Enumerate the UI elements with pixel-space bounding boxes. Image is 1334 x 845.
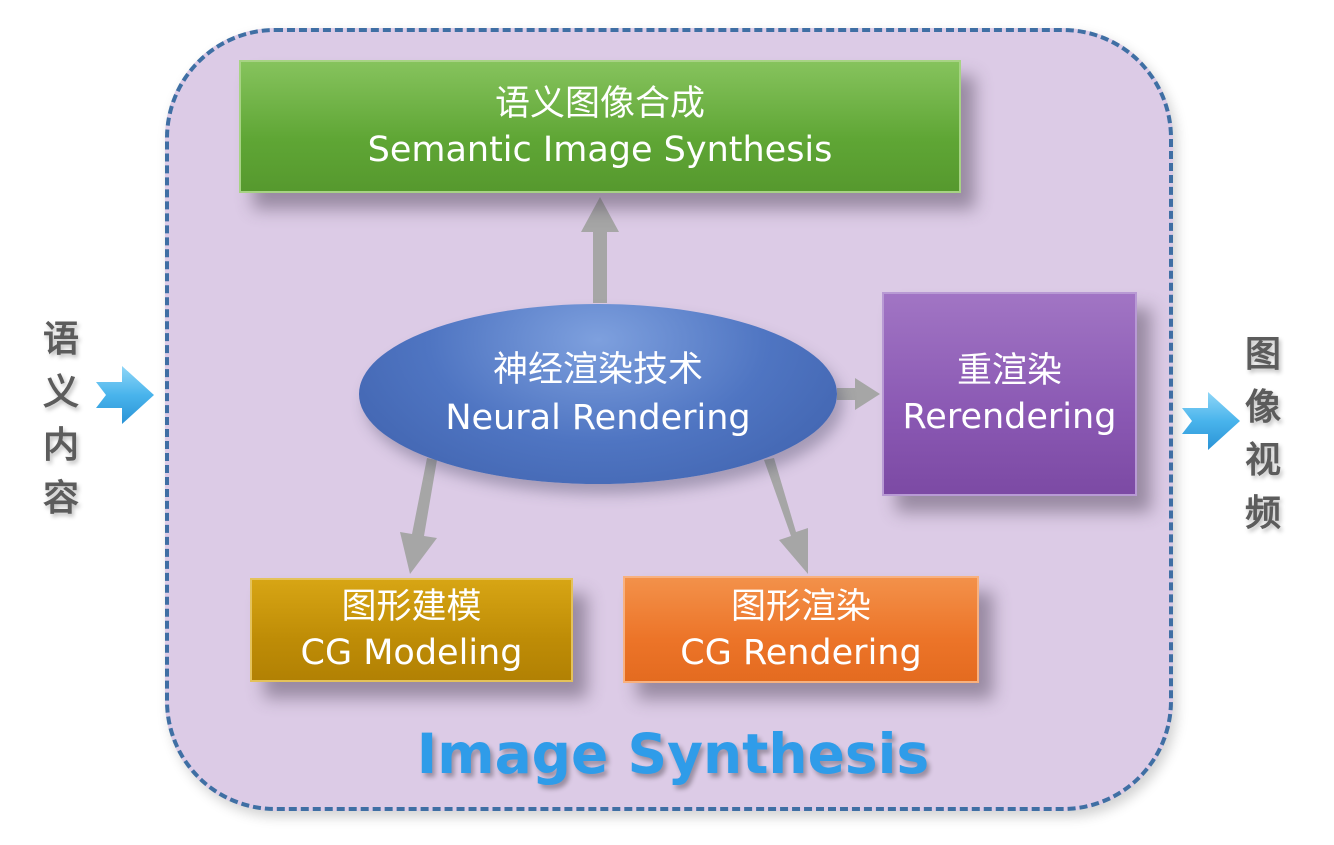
semantic-zh-label: 语义图像合成 [494,83,705,124]
cg-rendering-box: 图形渲染 CG Rendering [623,576,979,683]
cg-modeling-box: 图形建模 CG Modeling [250,578,573,682]
arrow-to-modeling [400,458,437,574]
semantic-image-synthesis-box: 语义图像合成 Semantic Image Synthesis [239,60,961,193]
rerendering-box: 重渲染 Rerendering [882,292,1137,496]
input-semantic-content-label: 语 义 内 容 [42,319,79,519]
modeling-en-label: CG Modeling [300,633,523,673]
rerender-en-label: Rerendering [902,397,1117,437]
cgrender-zh-label: 图形渲染 [730,586,871,627]
output-image-video-label: 图 像 视 频 [1244,334,1281,534]
rerender-zh-label: 重渲染 [956,351,1062,391]
neural-en-label: Neural Rendering [445,398,751,438]
cgrender-en-label: CG Rendering [680,632,922,673]
output-arrow-icon [1182,392,1240,450]
image-synthesis-title: Image Synthesis [416,722,930,786]
arrow-to-rerender [837,378,880,410]
arrow-to-cgrender [764,458,808,574]
modeling-zh-label: 图形建模 [341,587,482,627]
input-arrow-icon [96,366,154,424]
neural-zh-label: 神经渲染技术 [492,350,703,390]
arrow-to-semantic [581,197,619,303]
semantic-en-label: Semantic Image Synthesis [367,129,833,170]
neural-rendering-ellipse: 神经渲染技术 Neural Rendering [359,304,837,484]
